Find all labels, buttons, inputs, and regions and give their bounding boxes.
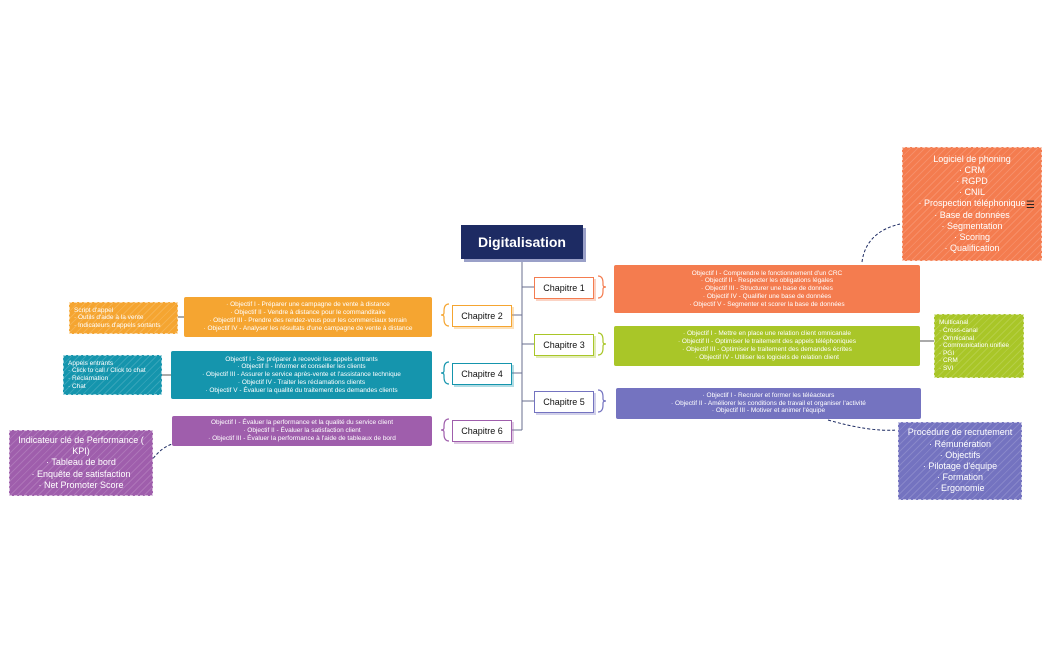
note-line: · Outils d'aide à la vente: [74, 314, 144, 322]
chapter-node-2[interactable]: Chapitre 2: [452, 305, 512, 327]
note-line: · Réclamation: [68, 375, 109, 382]
objective-line: · Objectif II - Informer et conseiller l…: [237, 363, 366, 371]
bracket-line: [440, 361, 450, 385]
note-line: Logiciel de phoning: [933, 153, 1011, 164]
dashed-link-line: [827, 419, 897, 431]
note-box-chapter-3[interactable]: Multicanal · Cross-canal · Omnicanal · C…: [934, 314, 1024, 378]
bracket-line: [440, 303, 450, 327]
objectives-box-chapter-2[interactable]: · Objectif I - Préparer une campagne de …: [184, 297, 432, 337]
note-box-chapter-1[interactable]: Logiciel de phoning · CRM · RGPD · CNIL …: [902, 147, 1042, 261]
note-box-chapter-2[interactable]: Script d'appel · Outils d'aide à la vent…: [69, 302, 178, 334]
objective-line: Objectif I - Se préparer à recevoir les …: [225, 355, 378, 363]
objective-line: · Objectif III - Optimiser le traitement…: [682, 346, 852, 353]
note-line: · Communication unifiée: [939, 342, 1010, 350]
objective-line: · Objectif II - Vendre à distance pour l…: [230, 309, 386, 317]
note-line: · Ergonomie: [935, 483, 985, 494]
objective-line: · Objectif V - Segmenter et scorer la ba…: [689, 300, 845, 308]
objectives-box-chapter-6[interactable]: Objectif I - Évaluer la performance et l…: [172, 416, 432, 446]
note-line: · PGI: [939, 349, 955, 357]
bracket-line: [440, 418, 450, 442]
objective-line: · Objectif I - Mettre en place une relat…: [682, 330, 851, 338]
chapter-node-5[interactable]: Chapitre 5: [534, 391, 594, 413]
note-line: Multicanal: [939, 319, 969, 327]
objective-line: · Objectif II - Respecter les obligation…: [700, 277, 834, 285]
objectives-box-chapter-5[interactable]: · Objectif I - Recruter et former les té…: [616, 388, 921, 419]
note-line: · CRM: [939, 357, 958, 365]
objective-line: · Objectif III - Motiver et animer l'équ…: [711, 407, 826, 415]
objective-line: · Objectif III - Évaluer la performance …: [208, 434, 396, 442]
note-line: · Segmentation: [941, 220, 1003, 231]
note-box-chapter-4[interactable]: Appels entrants · Click to call / Click …: [63, 355, 162, 395]
objective-line: · Objectif V - Évaluer la qualité du tra…: [205, 386, 398, 394]
note-line: Indicateur clé de Performance (: [18, 434, 144, 445]
objective-line: · Objectif III - Prendre des rendez-vous…: [209, 317, 407, 324]
note-line: · RGPD: [956, 175, 988, 186]
bracket-line: [597, 332, 607, 356]
objective-line: · Objectif II - Optimiser le traitement …: [677, 338, 857, 346]
objective-line: · Objectif I - Recruter et former les té…: [702, 391, 835, 399]
objectives-box-chapter-1[interactable]: Objectif I - Comprendre le fonctionnemen…: [614, 265, 920, 313]
chapter-node-3[interactable]: Chapitre 3: [534, 334, 594, 356]
note-line: · Tableau de bord: [46, 457, 116, 468]
note-line: · Base de données: [934, 209, 1010, 220]
objective-line: Objectif I - Évaluer la performance et l…: [210, 419, 394, 427]
note-line: · Omnicanal: [939, 334, 975, 342]
note-line: · Objectifs: [939, 449, 981, 460]
objective-line: · Objectif IV - Qualifier une base de do…: [702, 292, 832, 300]
objective-line: · Objectif III - Structurer une base de …: [701, 285, 833, 293]
objective-line: · Objectif IV - Utiliser les logiciels d…: [695, 353, 839, 361]
note-line: · Prospection téléphonique: [918, 198, 1026, 209]
note-line: · Rémunération: [928, 438, 992, 449]
chapter-node-6[interactable]: Chapitre 6: [452, 420, 512, 442]
note-box-chapter-5[interactable]: Procédure de recrutement · Rémunération …: [898, 422, 1022, 500]
note-line: · Click to call / Click to chat: [68, 367, 146, 375]
objective-line: · Objectif III - Assurer le service aprè…: [202, 371, 401, 379]
root-topic[interactable]: Digitalisation: [461, 225, 583, 259]
menu-lines-icon[interactable]: ☰: [1026, 200, 1035, 211]
note-line: · Formation: [936, 472, 983, 483]
note-line: · Chat: [68, 382, 86, 390]
chapter-node-4[interactable]: Chapitre 4: [452, 363, 512, 385]
note-line: · Scoring: [953, 232, 990, 242]
note-line: · CNIL: [958, 187, 985, 198]
note-line: · Qualification: [944, 243, 1000, 254]
bracket-line: [597, 275, 607, 299]
note-line: · Net Promoter Score: [38, 479, 124, 490]
objective-line: Objectif I - Comprendre le fonctionnemen…: [691, 269, 843, 277]
note-line: Appels entrants: [68, 359, 114, 367]
note-line: Script d'appel: [74, 306, 114, 314]
note-line: · SVI: [939, 364, 954, 372]
note-line: · Enquête de satisfaction: [31, 468, 131, 479]
objective-line: · Objectif IV - Traiter les réclamations…: [237, 378, 366, 386]
note-line: · Indicateurs d'appels sortants: [74, 321, 161, 329]
objectives-box-chapter-4[interactable]: Objectif I - Se préparer à recevoir les …: [171, 351, 432, 399]
chapter-node-1[interactable]: Chapitre 1: [534, 277, 594, 299]
note-line: Procédure de recrutement: [907, 427, 1013, 438]
note-line: KPI): [72, 446, 90, 457]
objectives-box-chapter-3[interactable]: · Objectif I - Mettre en place une relat…: [614, 326, 920, 366]
objective-line: · Objectif II - Améliorer les conditions…: [671, 399, 866, 407]
objective-line: · Objectif IV - Analyser les résultats d…: [203, 324, 413, 332]
note-line: · Cross-canal: [939, 327, 978, 335]
objective-line: · Objectif I - Préparer une campagne de …: [226, 301, 390, 309]
note-line: · Pilotage d'équipe: [922, 461, 998, 471]
note-line: · CRM: [959, 164, 985, 175]
bracket-line: [597, 389, 607, 413]
dashed-link-line: [861, 223, 901, 263]
note-box-chapter-6[interactable]: Indicateur clé de Performance ( KPI) · T…: [9, 430, 153, 496]
objective-line: · Objectif II - Évaluer la satisfaction …: [243, 427, 361, 435]
